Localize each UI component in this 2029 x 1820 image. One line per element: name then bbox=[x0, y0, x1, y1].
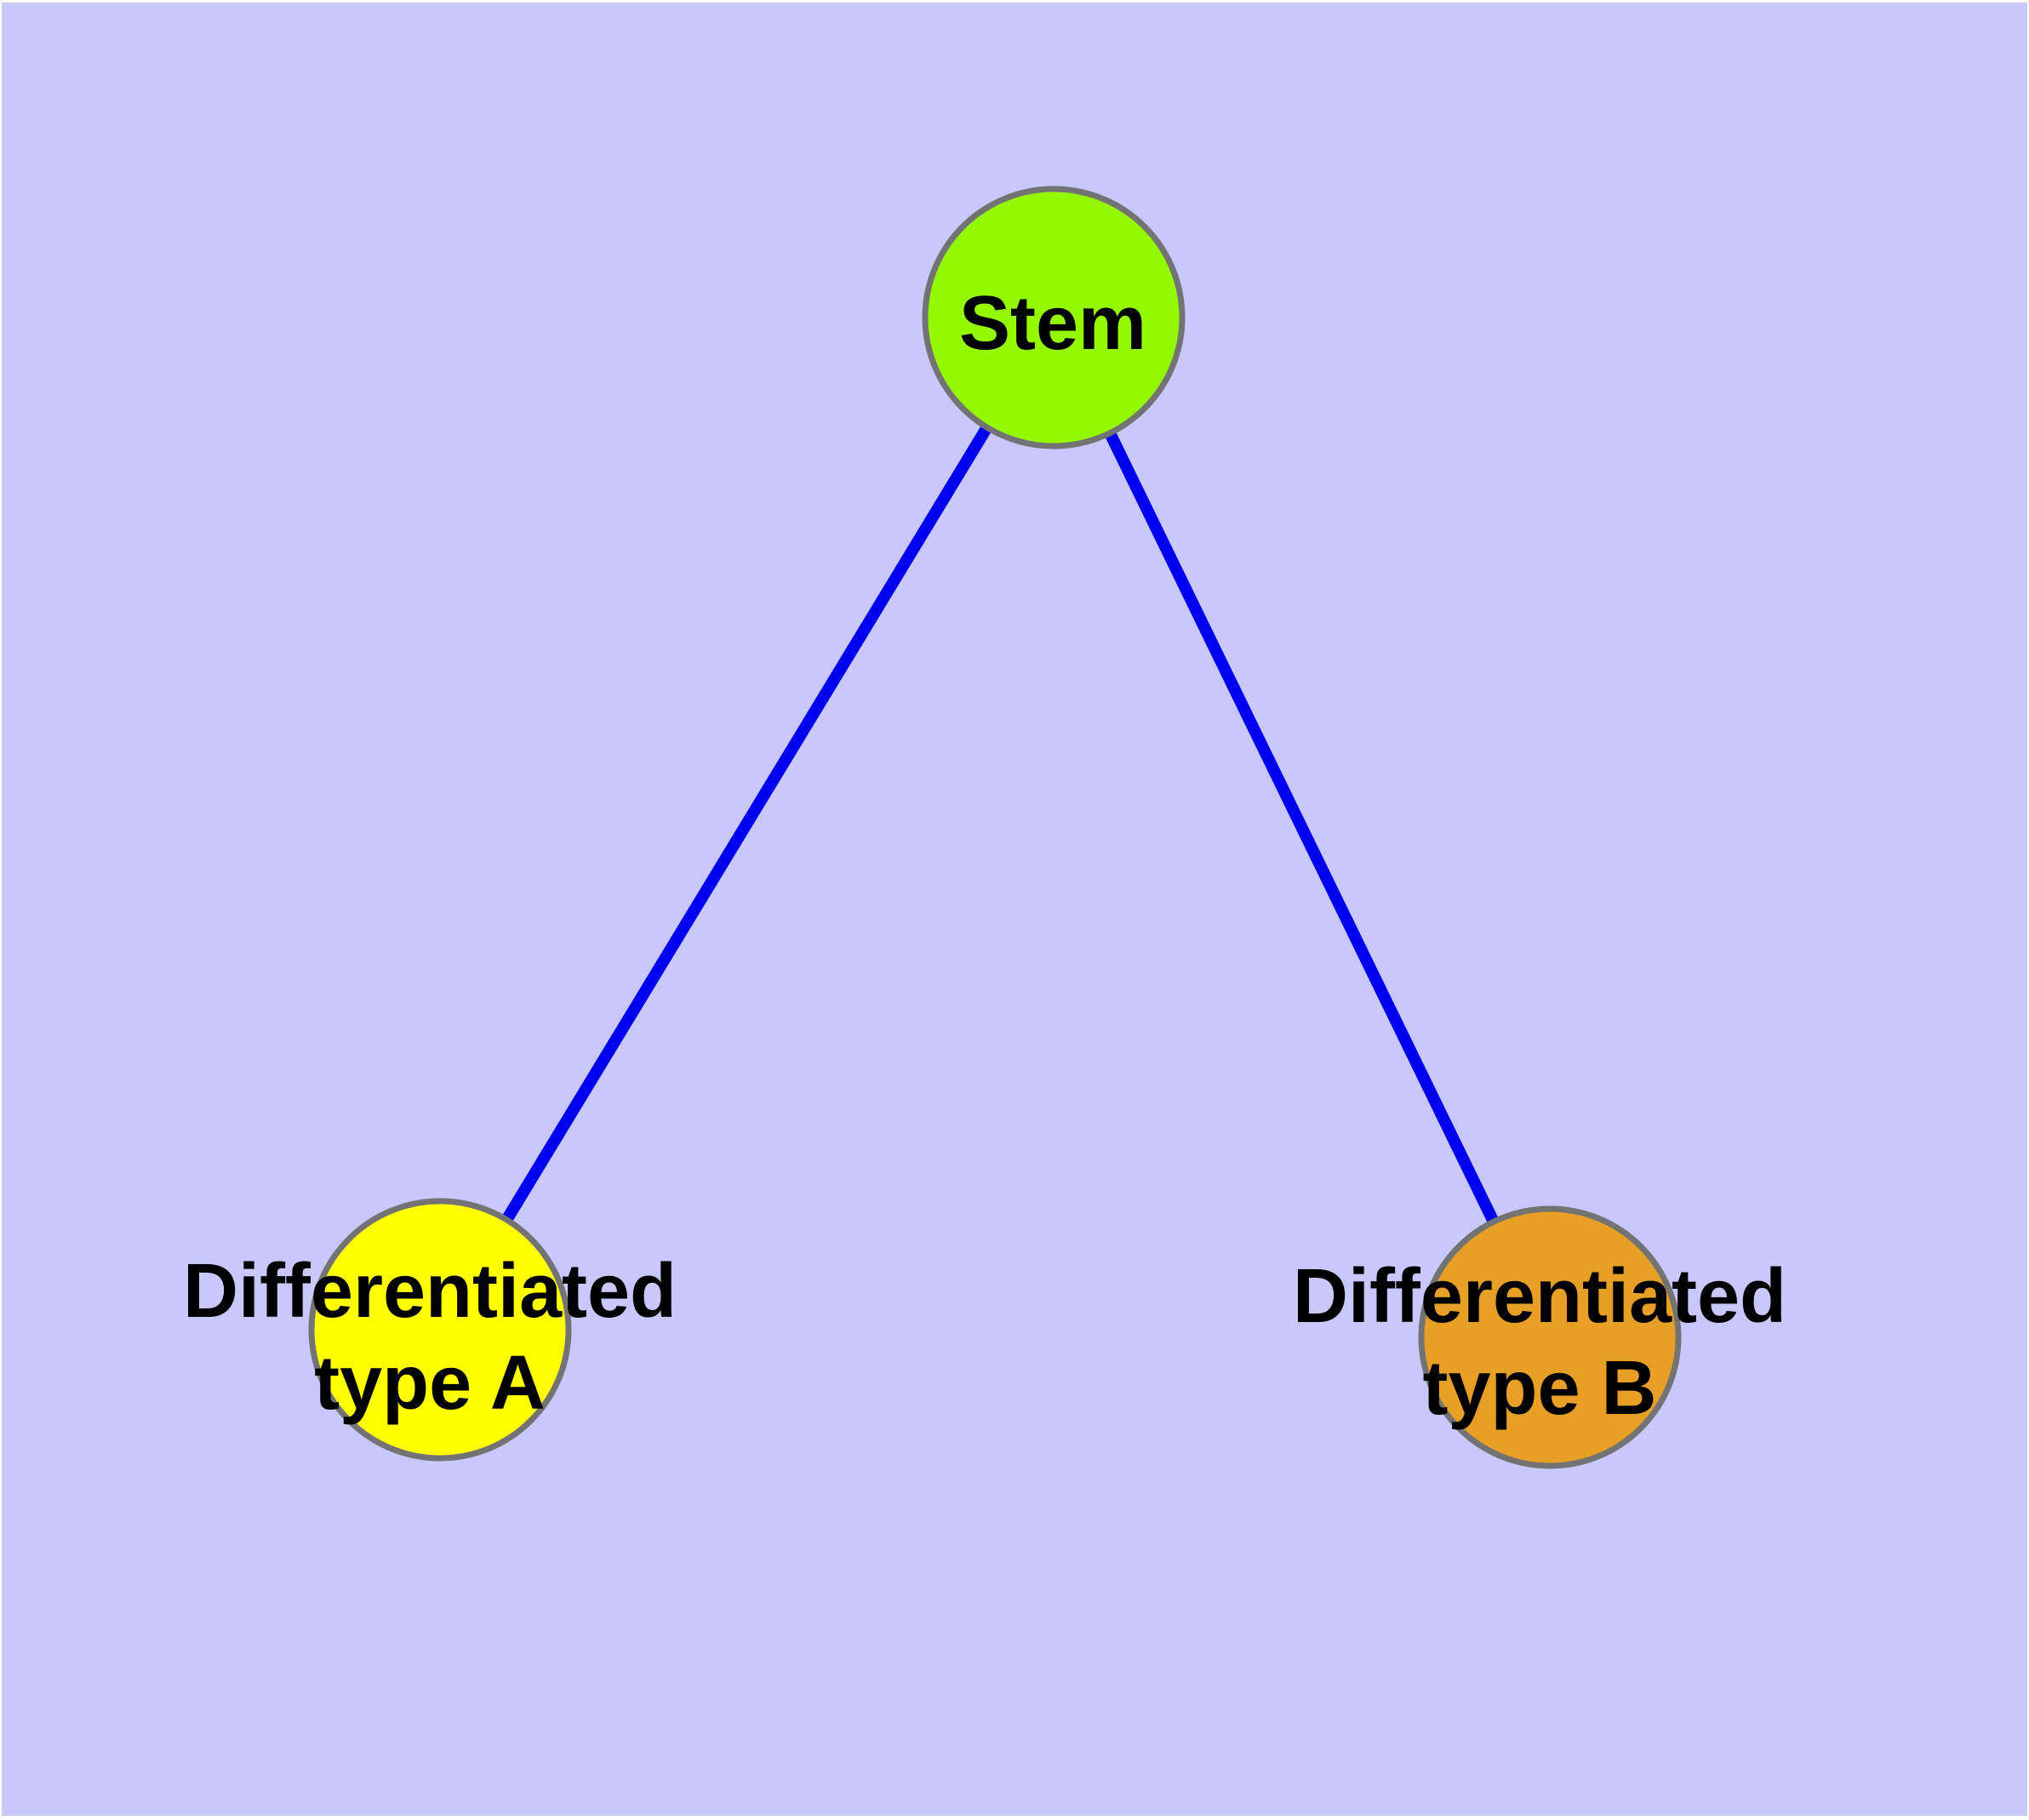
edge-stem-to-type-b bbox=[1048, 314, 1556, 1341]
node-type-b-label-line2: type B bbox=[1422, 1346, 1656, 1431]
node-stem bbox=[922, 186, 1186, 449]
node-type-a-label-line2: type A bbox=[314, 1341, 546, 1426]
node-differentiated-type-a bbox=[308, 1198, 572, 1462]
node-stem-label: Stem bbox=[959, 281, 1146, 366]
edge-stem-to-type-a bbox=[435, 314, 1059, 1333]
node-type-b-label-line1: Differentiated bbox=[1293, 1254, 1786, 1339]
node-differentiated-type-b bbox=[1418, 1205, 1682, 1469]
node-type-a-label-line1: Differentiated bbox=[183, 1249, 677, 1334]
